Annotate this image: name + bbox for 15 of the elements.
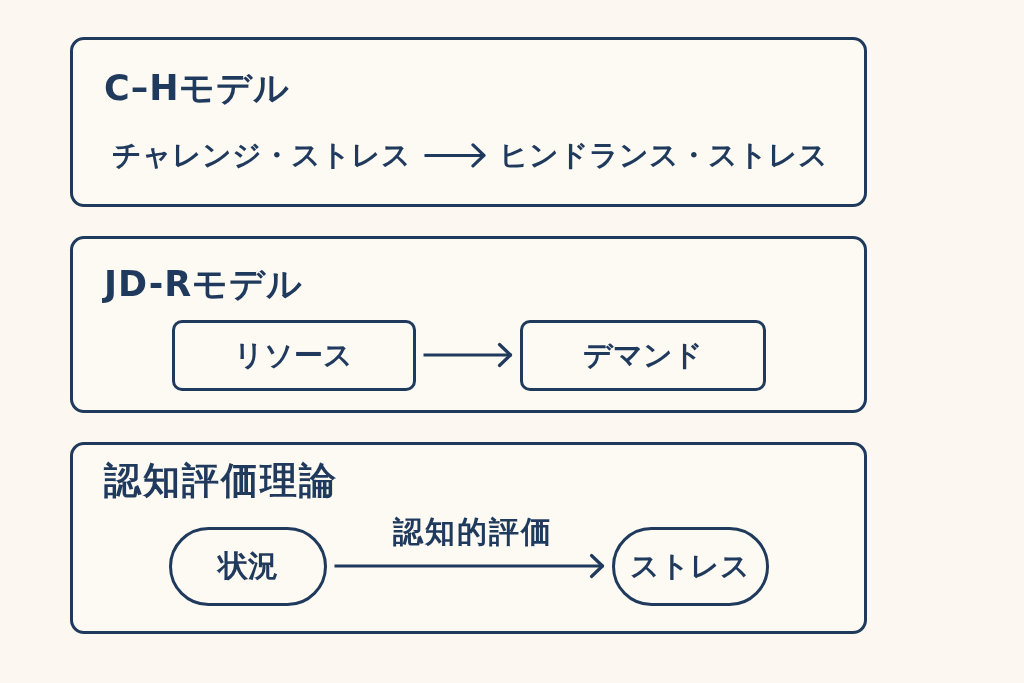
text-label: ヒンドランス・ストレス bbox=[485, 138, 842, 173]
rounded-node: 状況 bbox=[168, 526, 327, 606]
text-label: チャレンジ・ストレス bbox=[97, 138, 425, 173]
rounded-panel bbox=[70, 37, 867, 207]
arrow bbox=[334, 553, 605, 579]
panel-heading: 認知評価理論 bbox=[104, 459, 338, 504]
arrow bbox=[424, 143, 486, 168]
process-box: デマンド bbox=[519, 319, 766, 391]
arrow bbox=[423, 342, 513, 368]
panel-heading: JD-Rモデル bbox=[104, 262, 304, 305]
rounded-node: ストレス bbox=[611, 526, 769, 606]
panel-heading: C–Hモデル bbox=[104, 67, 291, 109]
rounded-panel bbox=[70, 442, 867, 634]
process-box: リソース bbox=[171, 319, 416, 391]
rounded-panel bbox=[70, 236, 867, 413]
